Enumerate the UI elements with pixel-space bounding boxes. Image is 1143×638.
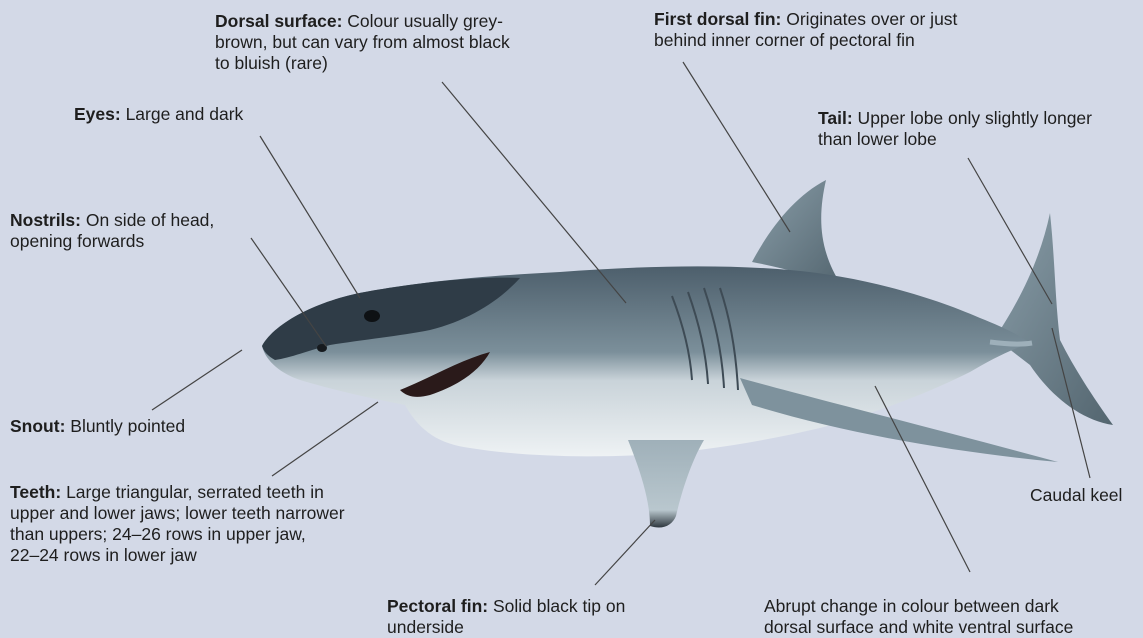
first-dorsal-fin-title: First dorsal fin: xyxy=(654,9,781,29)
pectoral-fin xyxy=(628,440,704,528)
first-dorsal-fin-label: First dorsal fin: Originates over or jus… xyxy=(654,9,994,51)
tail-title: Tail: xyxy=(818,108,853,128)
dorsal-surface-text-3: to bluish (rare) xyxy=(215,53,328,73)
pectoral-fin-title: Pectoral fin: xyxy=(387,596,488,616)
teeth-text-4: 22–24 rows in lower jaw xyxy=(10,545,197,565)
caudal-keel-mark xyxy=(990,342,1032,344)
eyes-label: Eyes: Large and dark xyxy=(74,104,294,125)
colour-change-text-2: dorsal surface and white ventral surface xyxy=(764,617,1073,637)
nostrils-text-2: opening forwards xyxy=(10,231,144,251)
tail-label: Tail: Upper lobe only slightly longer th… xyxy=(818,108,1138,150)
nostrils-text: On side of head, xyxy=(81,210,214,230)
teeth-text-2: upper and lower jaws; lower teeth narrow… xyxy=(10,503,345,523)
eye xyxy=(364,310,380,322)
dorsal-surface-title: Dorsal surface: xyxy=(215,11,342,31)
eyes-text: Large and dark xyxy=(121,104,244,124)
caudal-keel-label: Caudal keel xyxy=(1030,485,1140,506)
teeth-label: Teeth: Large triangular, serrated teeth … xyxy=(10,482,370,566)
teeth-text-3: than uppers; 24–26 rows in upper jaw, xyxy=(10,524,306,544)
pectoral-fin-label: Pectoral fin: Solid black tip on undersi… xyxy=(387,596,677,638)
colour-change-text-1: Abrupt change in colour between dark xyxy=(764,596,1059,616)
snout-text: Bluntly pointed xyxy=(65,416,185,436)
teeth-text: Large triangular, serrated teeth in xyxy=(61,482,324,502)
first-dorsal-fin-text: Originates over or just xyxy=(781,9,957,29)
tail-text-2: than lower lobe xyxy=(818,129,937,149)
pectoral-fin-text-2: underside xyxy=(387,617,464,637)
tail xyxy=(995,213,1113,425)
colour-change-label: Abrupt change in colour between dark dor… xyxy=(764,596,1134,638)
dorsal-surface-text-2: brown, but can vary from almost black xyxy=(215,32,510,52)
snout-label: Snout: Bluntly pointed xyxy=(10,416,240,437)
nostrils-label: Nostrils: On side of head, opening forwa… xyxy=(10,210,260,252)
first-dorsal-fin-text-2: behind inner corner of pectoral fin xyxy=(654,30,915,50)
eyes-title: Eyes: xyxy=(74,104,121,124)
pectoral-fin-text: Solid black tip on xyxy=(488,596,625,616)
dorsal-surface-label: Dorsal surface: Colour usually grey- bro… xyxy=(215,11,595,74)
caudal-keel-text: Caudal keel xyxy=(1030,485,1122,505)
snout-title: Snout: xyxy=(10,416,65,436)
teeth-title: Teeth: xyxy=(10,482,61,502)
tail-text: Upper lobe only slightly longer xyxy=(853,108,1092,128)
nostrils-title: Nostrils: xyxy=(10,210,81,230)
dorsal-surface-text: Colour usually grey- xyxy=(342,11,502,31)
